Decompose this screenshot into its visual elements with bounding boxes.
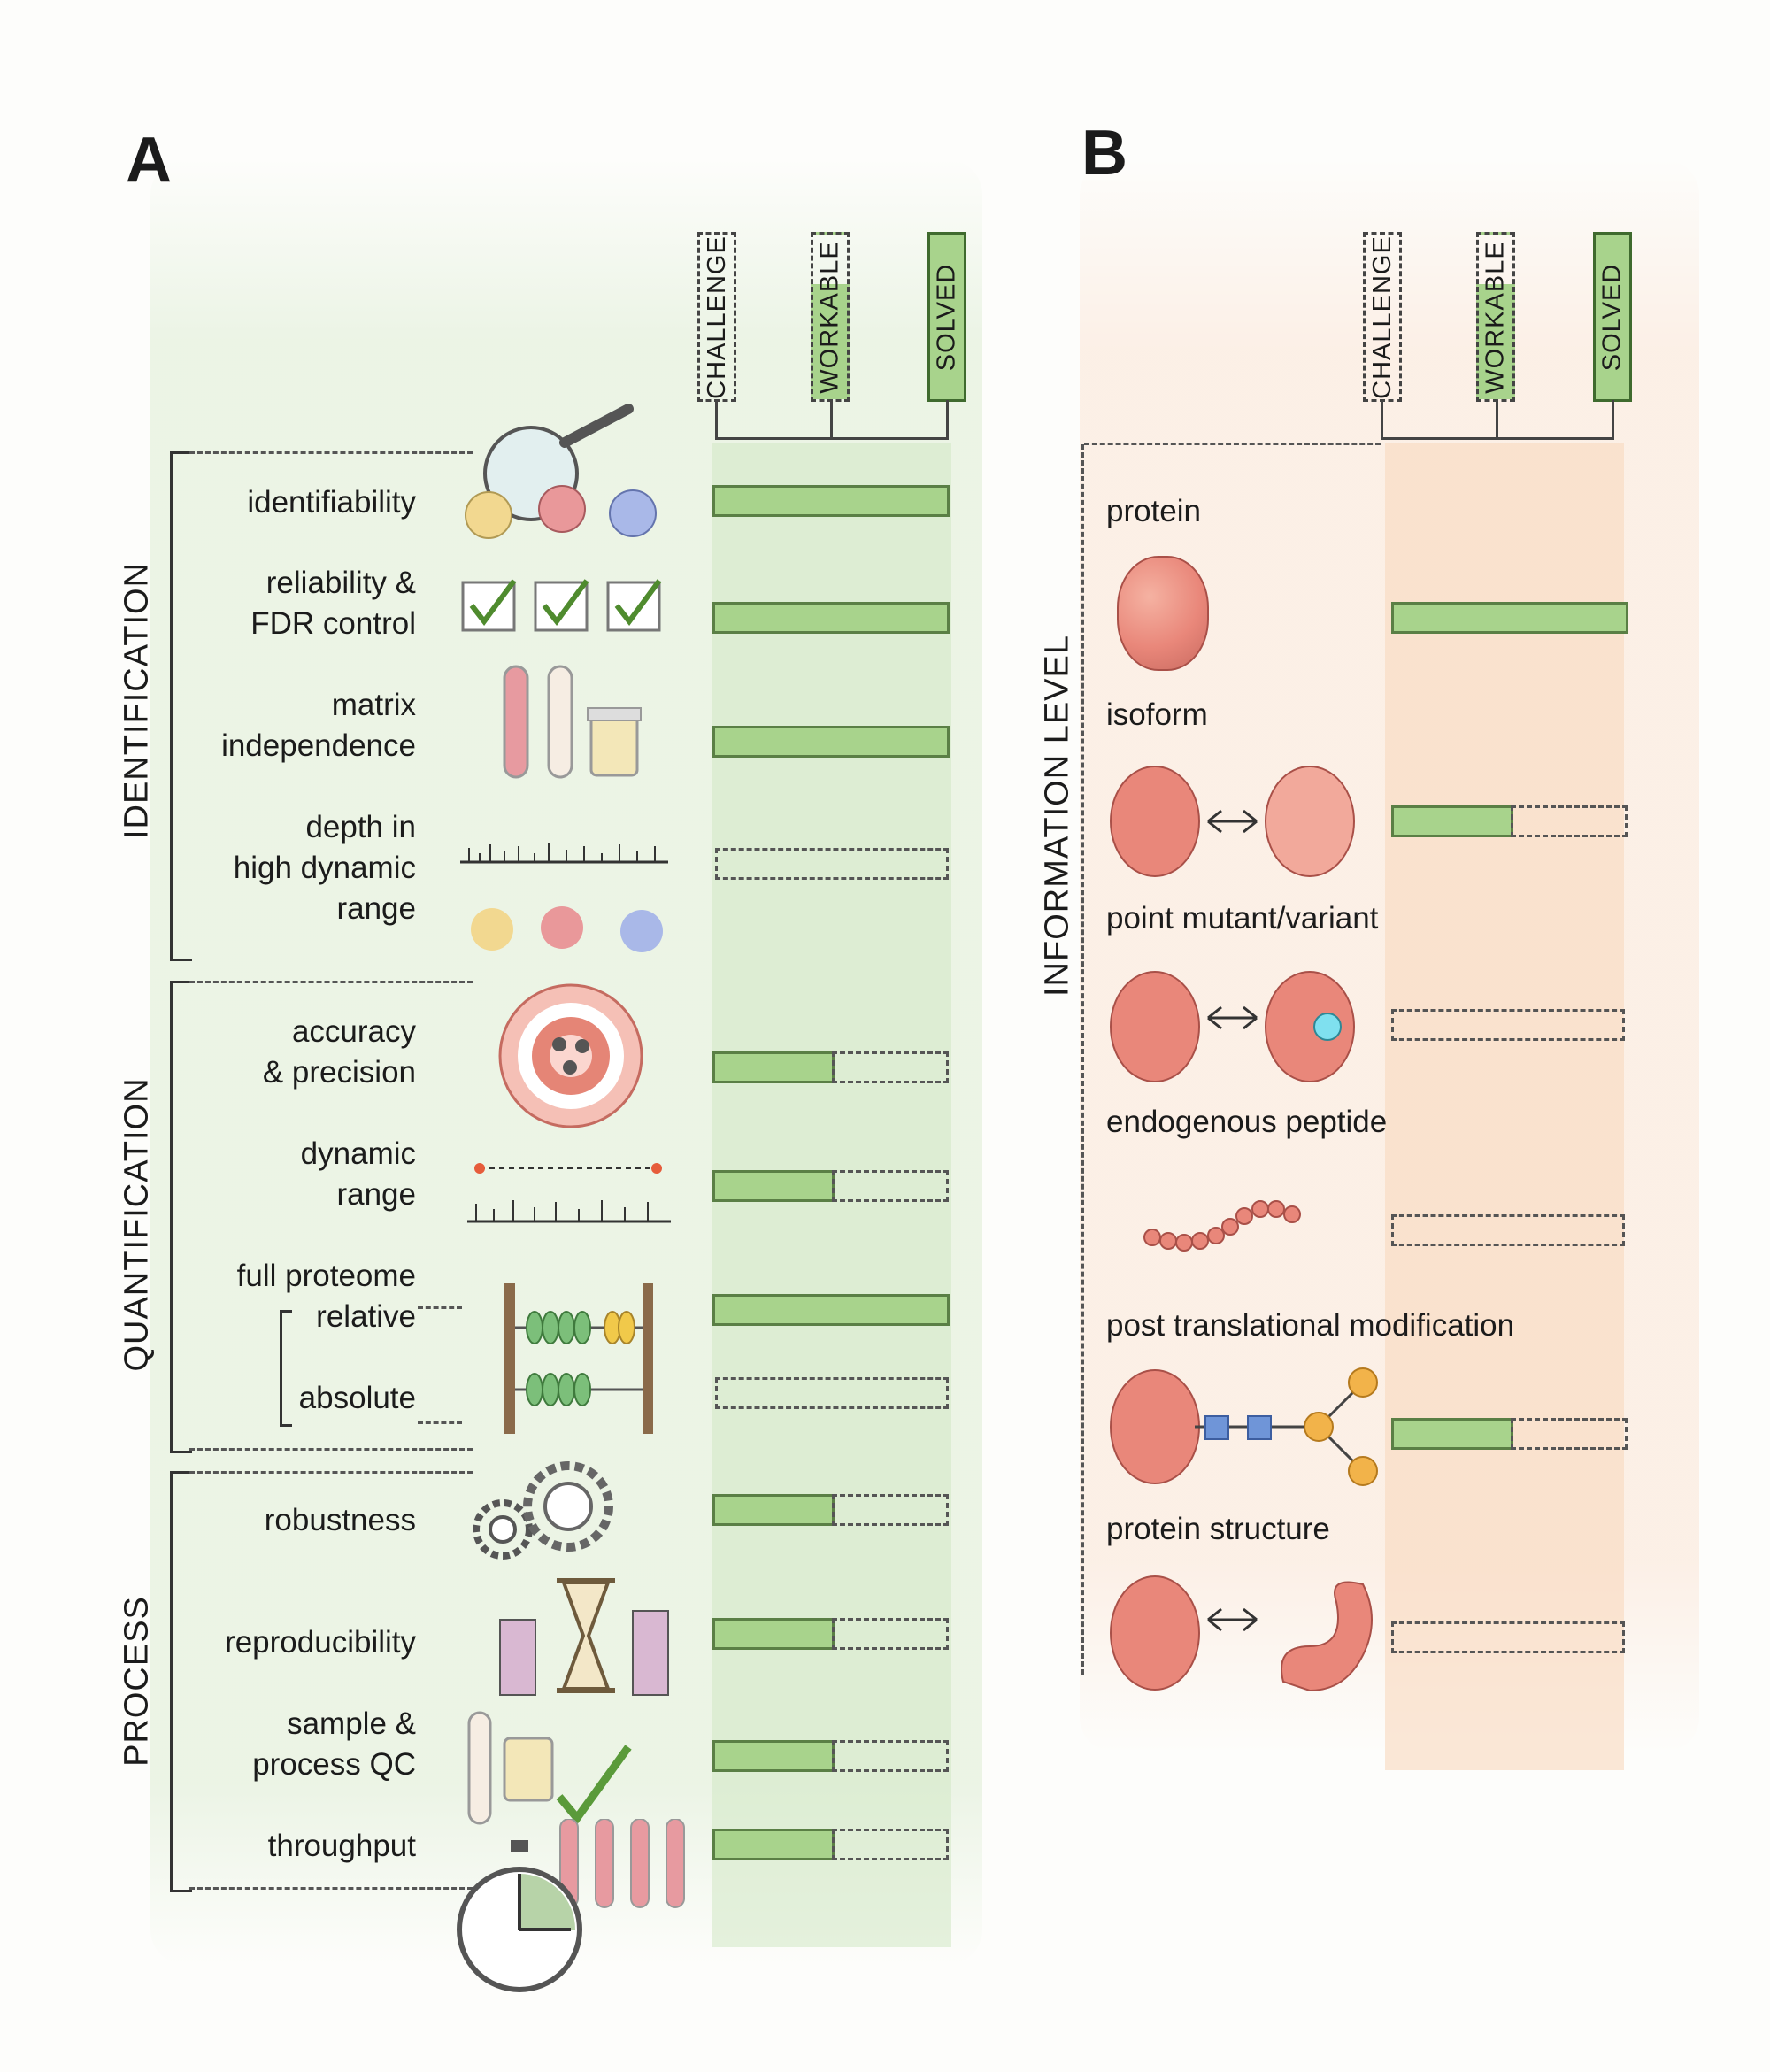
row-label-protein: protein <box>1106 494 1202 528</box>
bar-throughput-fill <box>712 1829 835 1860</box>
abacus-icon <box>504 1283 653 1434</box>
row-label-relative: relative <box>316 1299 416 1334</box>
quantification-bracket <box>170 981 192 1453</box>
bar-dynamic-fill <box>712 1170 835 1202</box>
bar-accuracy-fill <box>712 1051 835 1083</box>
connector <box>830 400 833 439</box>
identification-bracket <box>170 451 192 961</box>
bar-qc-fill <box>712 1740 835 1772</box>
isoform-icon <box>1110 766 1355 877</box>
tube-cup-check-icon <box>467 1711 632 1825</box>
target-icon <box>498 983 643 1128</box>
sub-bracket <box>280 1310 282 1427</box>
bar-accuracy-rest <box>832 1051 949 1083</box>
bracket-dash <box>189 981 473 983</box>
panel-a-header-solved: SOLVED <box>927 232 966 402</box>
panel-b-header-solved: SOLVED <box>1593 232 1632 402</box>
row-label-dynamic-range: dynamic range <box>300 1136 416 1212</box>
bar-robustness-rest <box>832 1494 949 1526</box>
connector <box>1612 400 1614 439</box>
panel-a-letter: A <box>126 125 172 196</box>
bar-reliability <box>712 602 950 634</box>
row-label-absolute: absolute <box>298 1381 416 1415</box>
row-label-accuracy: accuracy & precision <box>262 1014 416 1090</box>
protein-icon <box>1117 556 1209 671</box>
row-label-ptm: post translational modification <box>1106 1308 1515 1343</box>
gears-icon <box>473 1461 613 1560</box>
bar-protein-structure <box>1391 1621 1625 1653</box>
bar-robustness-fill <box>712 1494 835 1526</box>
connector <box>946 400 949 439</box>
panel-b-status-column <box>1385 443 1624 1770</box>
row-label-robustness: robustness <box>264 1503 416 1537</box>
row-label-protein-structure: protein structure <box>1106 1512 1330 1546</box>
connector <box>1381 437 1614 440</box>
row-label-matrix: matrix independence <box>221 688 416 763</box>
bracket-dash <box>1084 443 1381 445</box>
hourglass-icon <box>499 1578 669 1696</box>
protein-structure-icon <box>1110 1575 1373 1692</box>
row-label-throughput: throughput <box>267 1829 416 1863</box>
point-mutant-icon <box>1110 971 1355 1082</box>
bar-identifiability <box>712 485 950 517</box>
panel-b-dashed-bracket <box>1081 444 1087 1675</box>
bar-isoform-fill <box>1391 805 1513 837</box>
row-label-full-proteome: full proteome <box>236 1259 416 1293</box>
row-label-isoform: isoform <box>1106 697 1208 732</box>
ptm-icon <box>1110 1367 1378 1486</box>
row-label-endogenous-peptide: endogenous peptide <box>1106 1105 1388 1139</box>
sub-bracket <box>280 1310 292 1313</box>
stopwatch-tubes-icon <box>457 1819 685 1992</box>
row-label-reproducibility: reproducibility <box>225 1625 416 1660</box>
panel-b-letter: B <box>1081 118 1127 189</box>
row-label-point-mutant: point mutant/variant <box>1106 901 1379 936</box>
dynamic-range-icon <box>467 1163 671 1223</box>
spectrum-proteins-icon <box>460 843 668 952</box>
bracket-dash <box>189 1448 473 1451</box>
bar-ptm-rest <box>1511 1418 1628 1450</box>
checkmarks-icon <box>461 579 662 632</box>
connector <box>715 437 949 440</box>
bar-reproducibility-rest <box>832 1618 949 1650</box>
row-label-reliability: reliability & FDR control <box>250 566 416 641</box>
connector <box>1381 400 1383 439</box>
bar-reproducibility-fill <box>712 1618 835 1650</box>
row-label-qc: sample & process QC <box>252 1706 416 1782</box>
bar-dynamic-rest <box>832 1170 949 1202</box>
bar-isoform-rest <box>1511 805 1628 837</box>
row-label-depth: depth in high dynamic range <box>233 810 416 926</box>
category-process: PROCESS <box>118 1596 156 1767</box>
panel-a-header-workable: WORKABLE <box>811 232 850 402</box>
magnifier-proteins-icon <box>465 404 657 539</box>
panel-a-header-challenge: CHALLENGE <box>697 232 736 402</box>
bar-absolute <box>715 1377 949 1409</box>
row-label-identifiability: identifiability <box>247 485 416 520</box>
bar-ptm-fill <box>1391 1418 1513 1450</box>
panel-b-header-workable: WORKABLE <box>1476 232 1515 402</box>
bracket-dash <box>418 1306 462 1309</box>
tubes-icon <box>503 665 642 779</box>
bracket-dash <box>189 451 473 454</box>
bracket-dash <box>189 1471 473 1474</box>
bar-protein <box>1391 602 1628 634</box>
bar-depth <box>715 848 949 880</box>
bar-point-mutant <box>1391 1009 1625 1041</box>
panel-b-header-challenge: CHALLENGE <box>1363 232 1402 402</box>
bar-matrix <box>712 726 950 758</box>
bar-endogenous-peptide <box>1391 1214 1625 1246</box>
bar-qc-rest <box>832 1740 949 1772</box>
bar-throughput-rest <box>832 1829 949 1860</box>
process-bracket <box>170 1471 192 1892</box>
sub-bracket <box>280 1424 292 1427</box>
bar-relative <box>712 1294 950 1326</box>
peptide-chain-icon <box>1143 1200 1301 1252</box>
connector <box>715 400 718 439</box>
bracket-dash <box>418 1421 462 1424</box>
connector <box>1496 400 1498 439</box>
bracket-dash <box>189 1887 473 1890</box>
